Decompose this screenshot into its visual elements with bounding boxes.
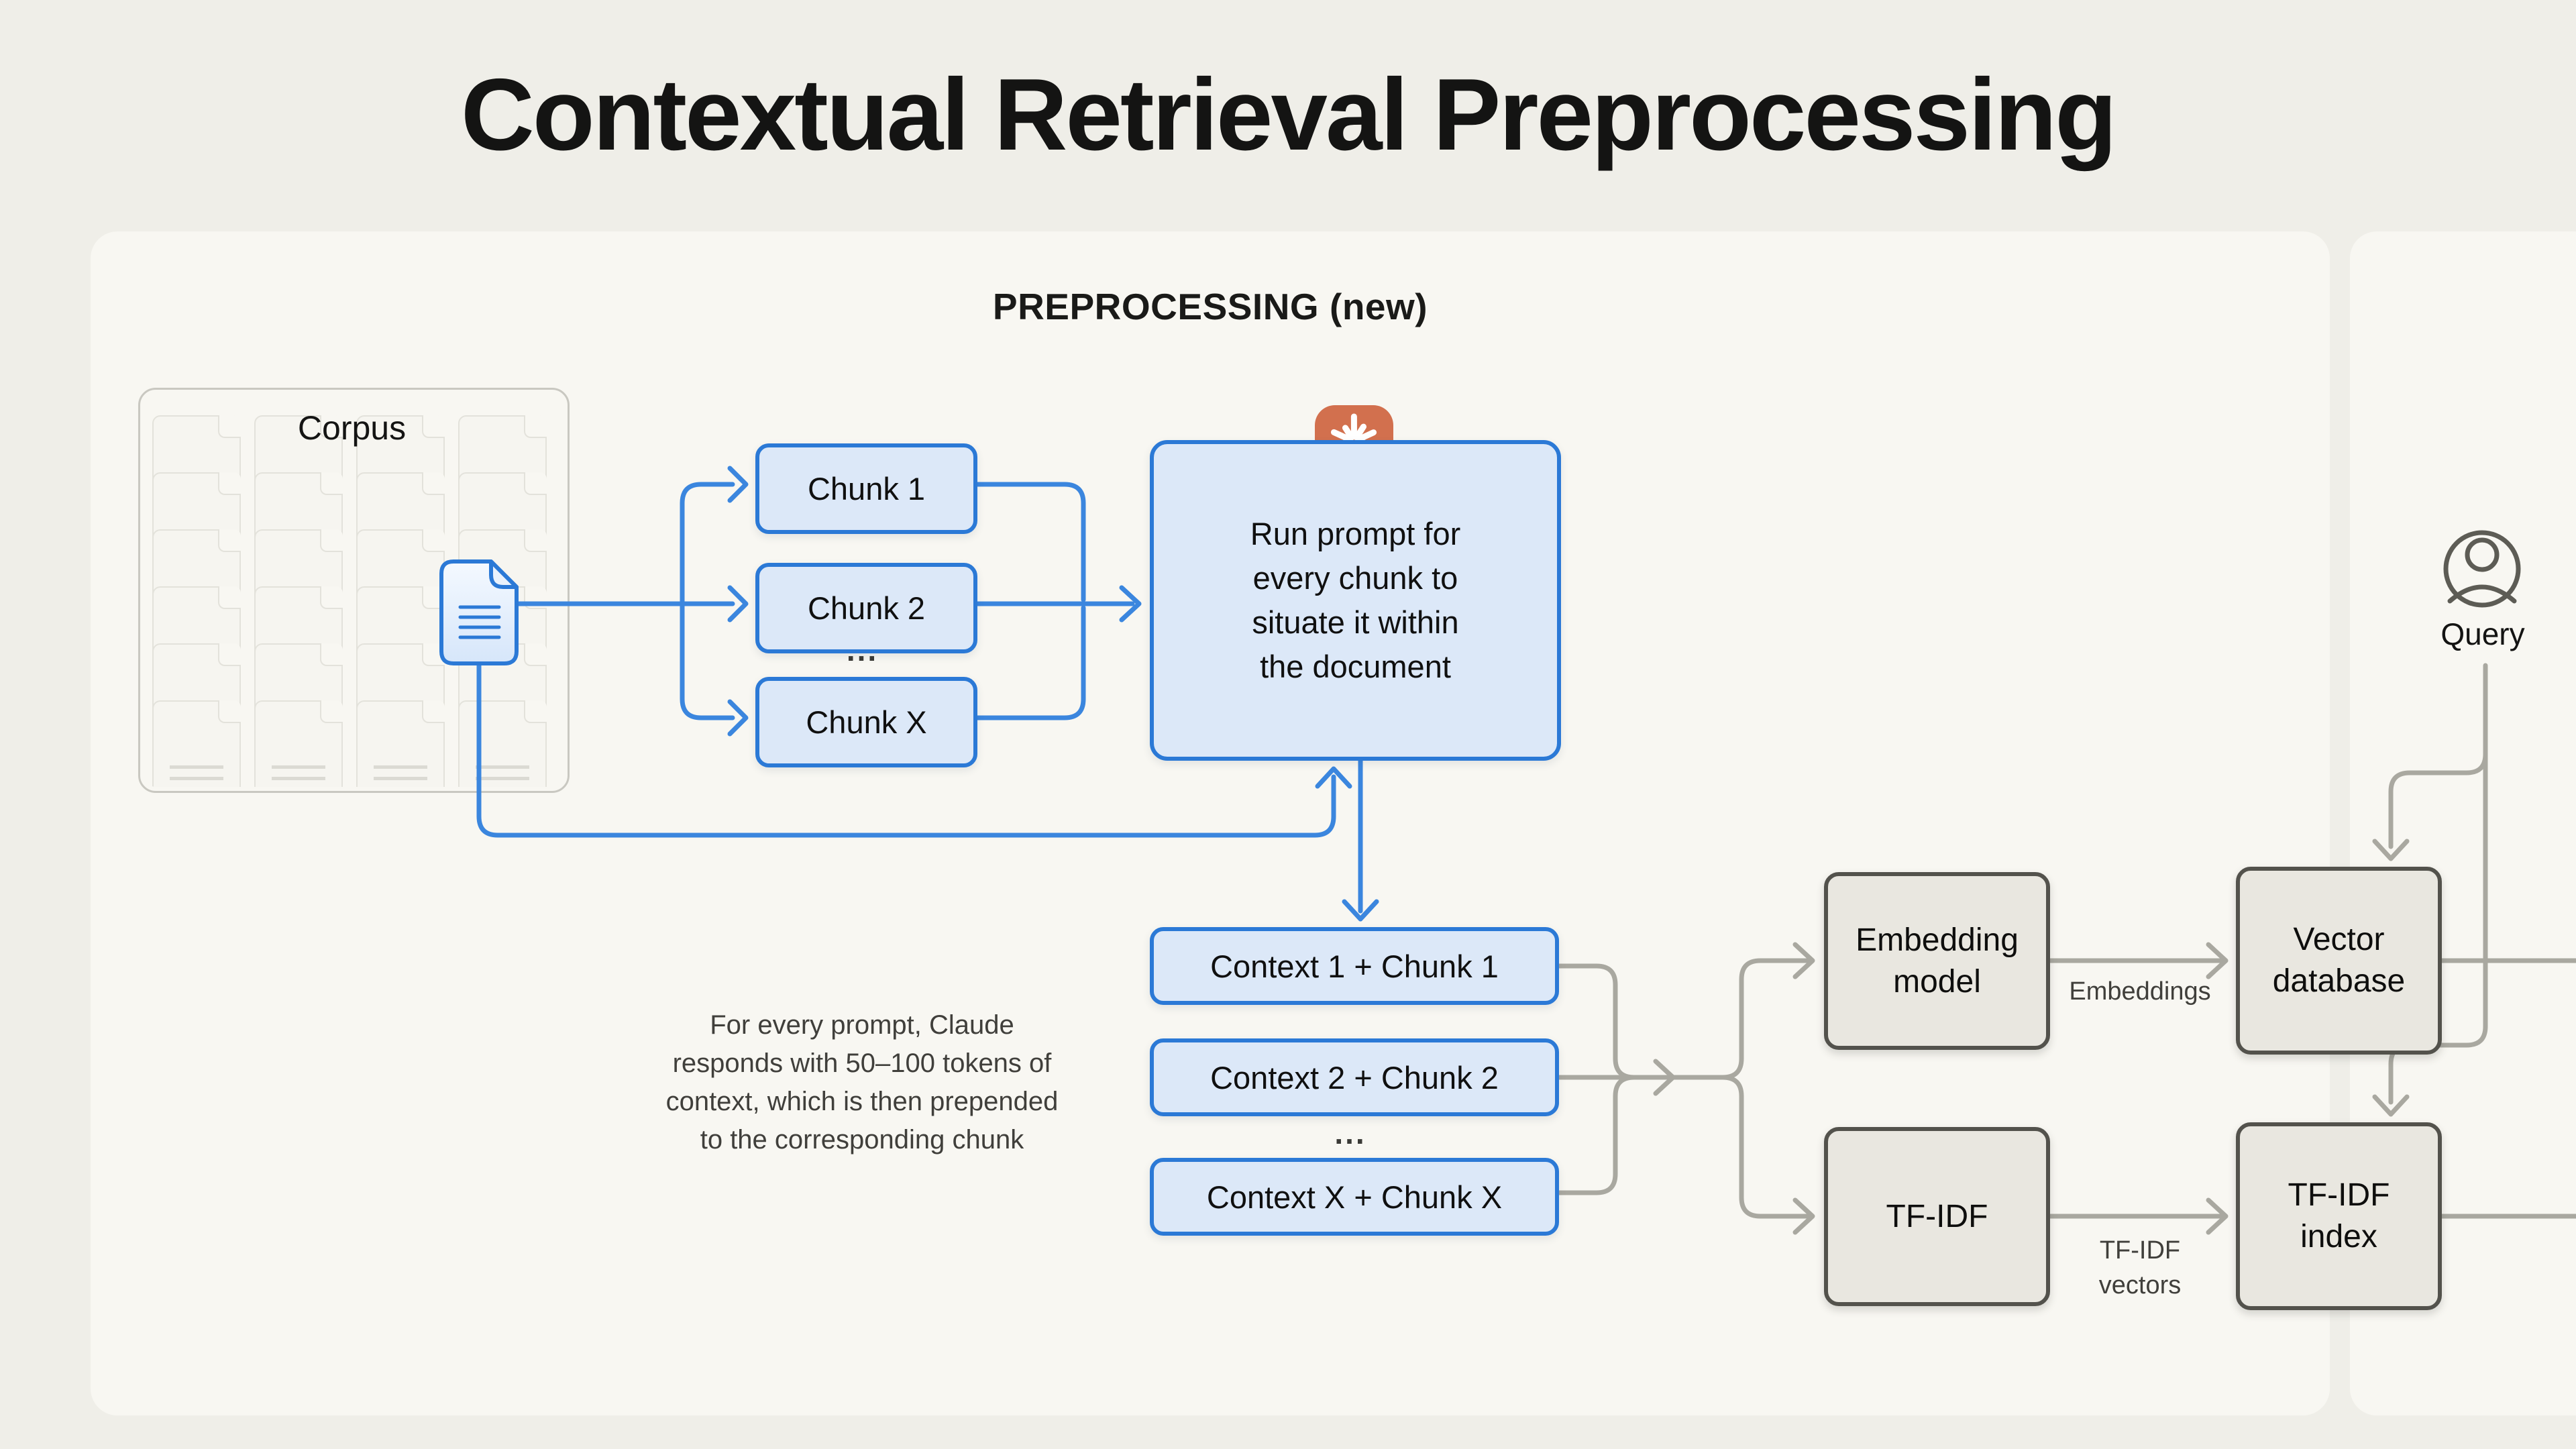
tfidf-vectors-arrow-label: TF-IDF vectors <box>2050 1233 2230 1303</box>
context-x-label: Context X + Chunk X <box>1206 1179 1503 1215</box>
run-prompt-line: Run prompt for <box>1250 516 1461 551</box>
embedding-model-box: Embedding model <box>1824 872 2050 1050</box>
context-1-label: Context 1 + Chunk 1 <box>1210 948 1499 984</box>
document-icon <box>439 559 519 665</box>
run-prompt-box: Run prompt for every chunk to situate it… <box>1150 440 1561 761</box>
page-title: Contextual Retrieval Preprocessing <box>461 58 2117 172</box>
doc-to-chunks-arrows <box>514 466 749 737</box>
corpus-doc-icon <box>458 700 547 787</box>
claude-note-line: context, which is then prepended <box>665 1087 1059 1116</box>
embedding-model-label: model <box>1893 963 1981 1000</box>
chunk-x-label: Chunk X <box>806 704 927 740</box>
document-loop-arrow <box>476 661 1352 838</box>
tfidf-label: TF-IDF <box>1886 1198 1988 1234</box>
claude-note-line: responds with 50–100 tokens of <box>672 1049 1052 1078</box>
embeddings-arrow-label: Embeddings <box>2069 977 2211 1006</box>
context-merge-split-arrows <box>1556 942 1815 1235</box>
embedding-model-label: Embedding <box>1856 922 2019 958</box>
context-1-box: Context 1 + Chunk 1 <box>1150 927 1559 1005</box>
run-prompt-line: situate it within <box>1252 604 1459 640</box>
context-x-box: Context X + Chunk X <box>1150 1158 1559 1236</box>
embeddings-arrow <box>2047 942 2229 979</box>
tfidf-vectors-arrow <box>2047 1197 2229 1235</box>
chunks-to-prompt-arrows <box>967 482 1142 720</box>
claude-note: For every prompt, Claude responds with 5… <box>607 1006 1117 1159</box>
corpus-doc-icon <box>152 700 241 787</box>
run-prompt-line: the document <box>1260 649 1451 684</box>
user-circle-icon <box>2443 530 2521 608</box>
preprocessing-heading: PREPROCESSING (new) <box>992 286 1428 327</box>
context-2-label: Context 2 + Chunk 2 <box>1210 1059 1499 1095</box>
chunk-1-box: Chunk 1 <box>755 443 977 534</box>
tfidf-index-box: TF-IDF index <box>2236 1122 2442 1310</box>
run-prompt-text: Run prompt for every chunk to situate it… <box>1250 512 1460 689</box>
corpus-doc-icon <box>356 700 445 787</box>
claude-note-line: to the corresponding chunk <box>700 1125 1024 1155</box>
context-ellipsis: ... <box>1334 1116 1366 1150</box>
query-flow-lines <box>2372 663 2576 1219</box>
tfidf-vectors-line: TF-IDF <box>2099 1236 2181 1265</box>
context-2-box: Context 2 + Chunk 2 <box>1150 1038 1559 1116</box>
vector-database-label: Vector <box>2293 922 2385 957</box>
run-prompt-line: every chunk to <box>1252 560 1458 596</box>
chunk-2-box: Chunk 2 <box>755 563 977 653</box>
tfidf-vectors-line: vectors <box>2098 1271 2182 1299</box>
query-label: Query <box>2440 616 2525 651</box>
claude-note-line: For every prompt, Claude <box>710 1010 1014 1040</box>
chunks-ellipsis: ... <box>846 633 879 667</box>
vector-database-box: Vector database <box>2236 867 2442 1055</box>
corpus-doc-icon <box>254 700 343 787</box>
tfidf-index-label: index <box>2300 1219 2377 1254</box>
chunk-x-box: Chunk X <box>755 677 977 767</box>
vector-database-label: database <box>2272 963 2406 999</box>
chunk-2-label: Chunk 2 <box>807 590 926 626</box>
chunk-1-label: Chunk 1 <box>807 471 926 506</box>
prompt-to-context-arrow <box>1342 758 1379 922</box>
corpus-label: Corpus <box>297 409 407 447</box>
tfidf-index-label: TF-IDF <box>2288 1177 2390 1213</box>
tfidf-box: TF-IDF <box>1824 1127 2050 1306</box>
